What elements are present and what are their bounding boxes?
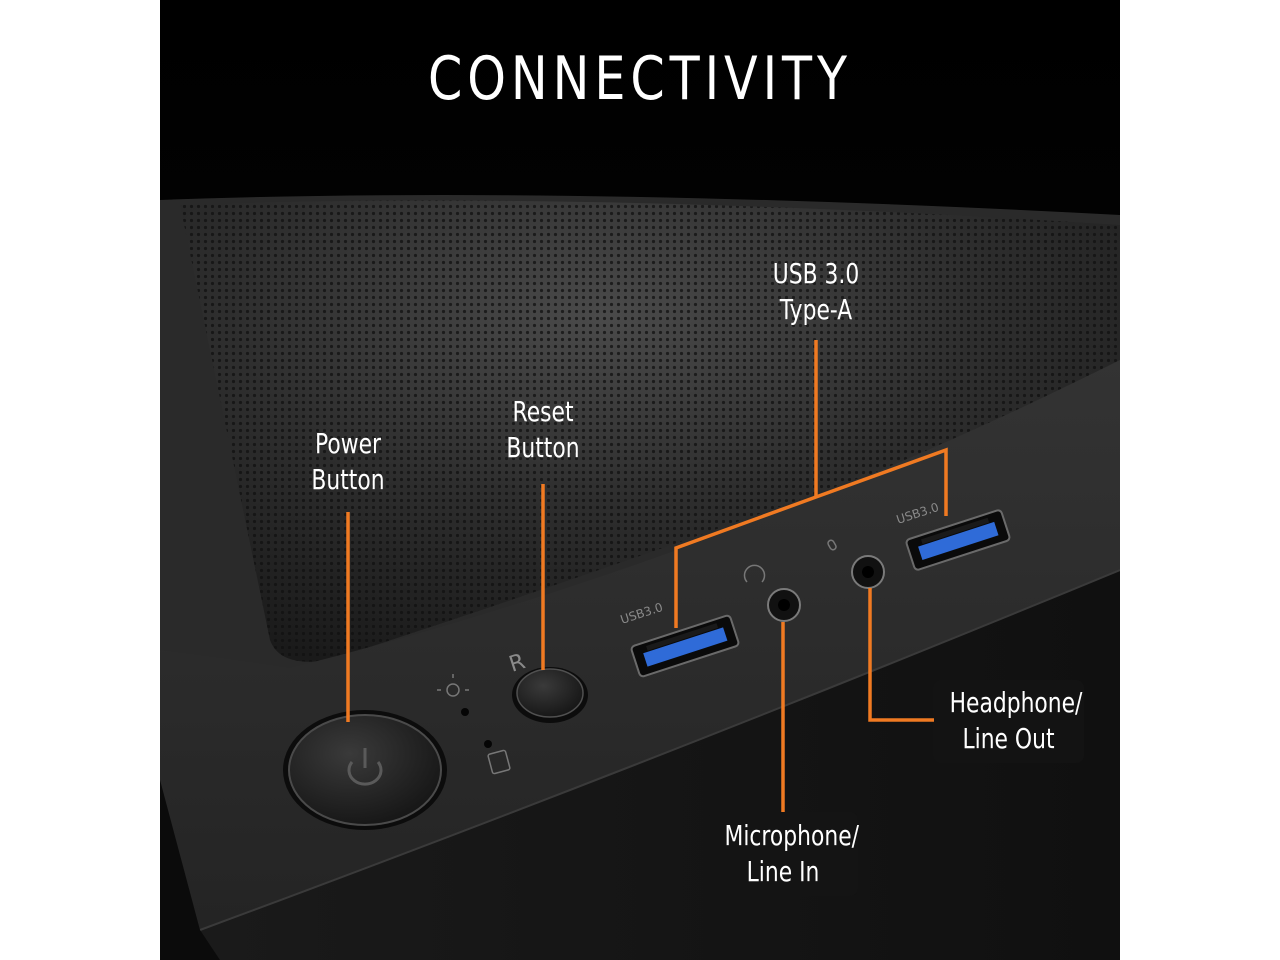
reset-marking: R (506, 649, 528, 678)
headphone-label-line1: Headphone/ (949, 686, 1083, 719)
power-button[interactable] (283, 710, 447, 830)
power-label-line2: Button (311, 463, 385, 496)
reset-button-label: Reset Button (496, 394, 590, 466)
callout-lines (346, 340, 948, 812)
case-front-panel-photo: R USB3.0 USB3.0 (160, 0, 1120, 960)
reset-label-line2: Button (506, 431, 580, 464)
case-front (200, 570, 1120, 960)
hdd-led (484, 740, 492, 748)
usb-callout-branch (674, 447, 948, 628)
usb-port-right[interactable] (905, 509, 1011, 571)
usb-label-line2: Type-A (779, 293, 853, 326)
microphone-jack[interactable] (851, 555, 885, 589)
power-icon (347, 748, 383, 786)
microphone-icon (827, 539, 837, 551)
reset-label-line1: Reset (512, 395, 574, 428)
microphone-label-line1: Microphone/ (724, 819, 859, 852)
microphone-label-box (708, 812, 858, 896)
headphone-label: Headphone/ Line Out (949, 685, 1083, 757)
hdd-activity-icon (487, 749, 511, 775)
headphone-icon (743, 564, 766, 583)
usb-label: USB 3.0 Type-A (761, 256, 870, 328)
usb-port-left[interactable] (630, 614, 740, 678)
headphone-callout-line (868, 588, 934, 722)
headphone-label-line2: Line Out (962, 722, 1055, 755)
product-image: R USB3.0 USB3.0 (160, 0, 1120, 960)
reset-button[interactable] (512, 667, 588, 723)
headphone-label-box (933, 680, 1084, 763)
top-mesh-dots (180, 200, 1120, 662)
power-button-label: Power Button (301, 426, 395, 498)
power-label-line1: Power (314, 427, 382, 460)
power-led (461, 708, 469, 716)
page-title: CONNECTIVITY (427, 44, 852, 114)
microphone-label-line2: Line In (746, 855, 820, 888)
microphone-label: Microphone/ Line In (724, 818, 859, 890)
led-light-icon (437, 674, 469, 697)
headphone-jack[interactable] (767, 588, 801, 622)
usb-label-line1: USB 3.0 (772, 257, 860, 290)
